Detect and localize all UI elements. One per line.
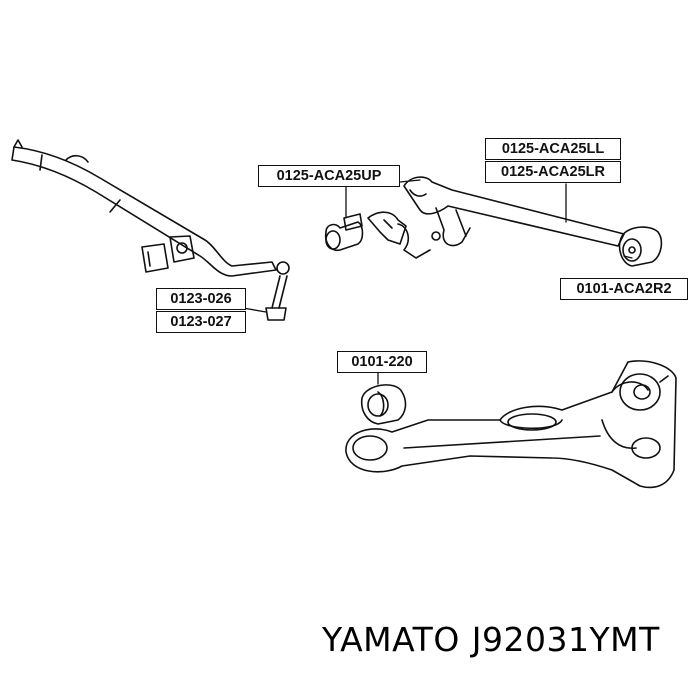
- part-number: J92031YMT: [471, 620, 660, 659]
- arm-end-bushing: [618, 226, 663, 267]
- lower-control-arm: [345, 360, 677, 489]
- lateral-arm: [403, 176, 625, 247]
- stabilizer-link: [265, 261, 290, 321]
- upper-bracket: [367, 211, 431, 259]
- leader-lines: [242, 179, 633, 385]
- lower-bushing: [360, 384, 407, 425]
- part-label-0125-aca25up[interactable]: 0125-ACA25UP: [258, 165, 400, 187]
- part-label-0101-220[interactable]: 0101-220: [337, 351, 427, 373]
- part-label-0125-aca25lr[interactable]: 0125-ACA25LR: [485, 161, 621, 183]
- brand-caption: YAMATO J92031YMT: [322, 620, 660, 659]
- part-label-0123-026[interactable]: 0123-026: [156, 288, 246, 310]
- part-label-0101-aca2r2[interactable]: 0101-ACA2R2: [560, 278, 688, 300]
- stabilizer-bushing: [141, 235, 195, 273]
- brand-name: YAMATO: [322, 620, 460, 659]
- part-label-0123-027[interactable]: 0123-027: [156, 311, 246, 333]
- upper-arm-bushing: [324, 213, 364, 252]
- part-label-0125-aca25ll[interactable]: 0125-ACA25LL: [485, 138, 621, 160]
- stabilizer-bar: [11, 139, 277, 277]
